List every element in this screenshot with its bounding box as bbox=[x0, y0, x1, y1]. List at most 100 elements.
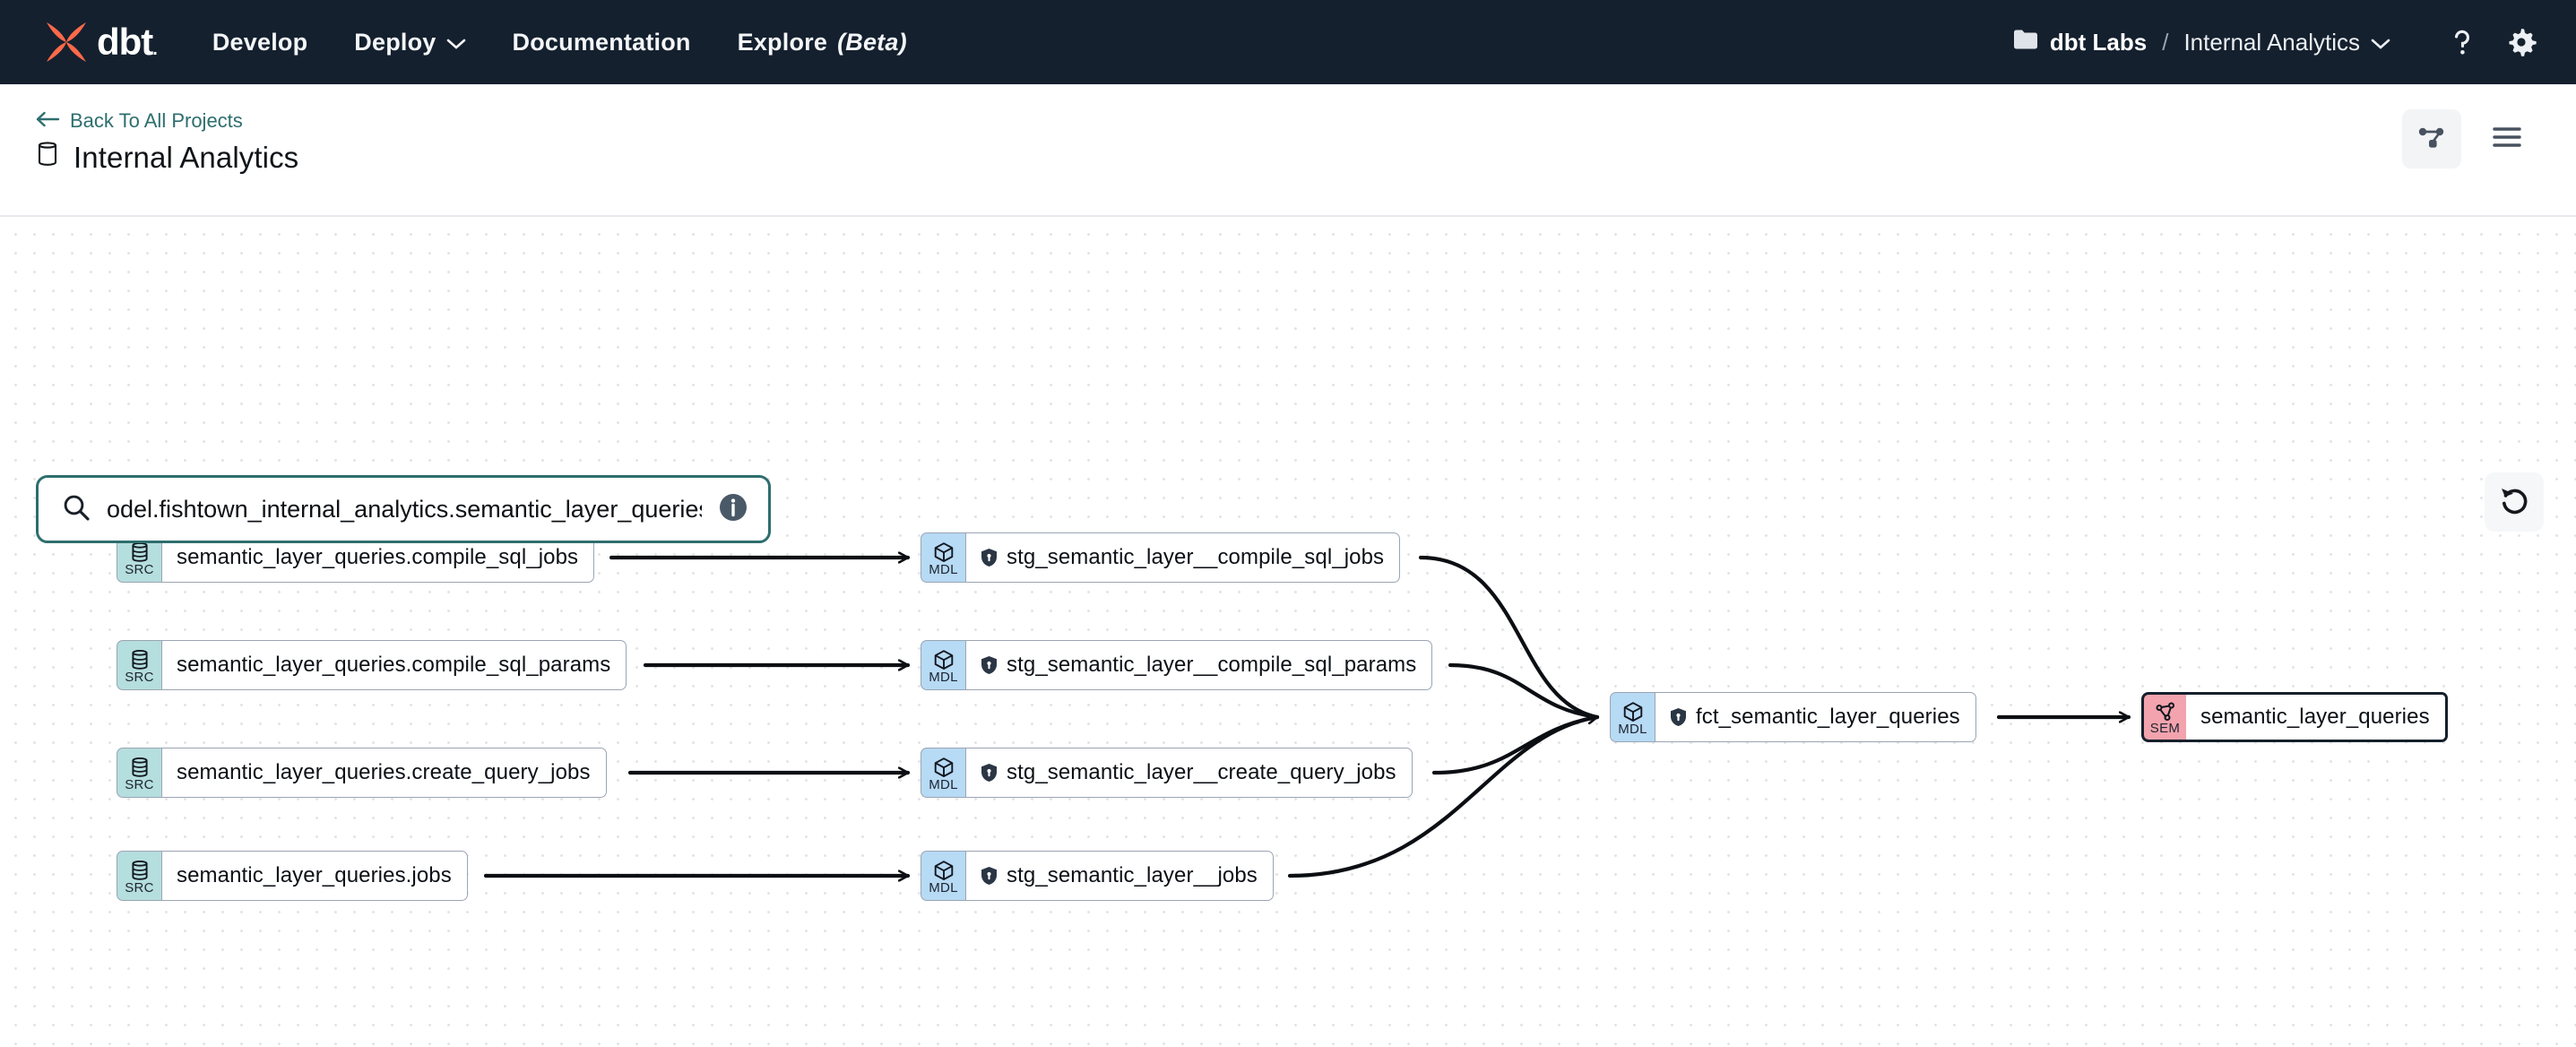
cube-icon bbox=[933, 757, 955, 778]
node-body: stg_semantic_layer__compile_sql_params bbox=[965, 640, 1433, 690]
node-type-badge-mdl: MDL bbox=[921, 640, 965, 690]
node-type-label: MDL bbox=[1618, 721, 1647, 737]
view-mode-toggles bbox=[2402, 109, 2537, 169]
page-subheader: Back To All Projects Internal Analytics bbox=[0, 84, 2576, 217]
lineage-node[interactable]: SRC semantic_layer_queries.compile_sql_p… bbox=[117, 640, 645, 690]
cube-icon bbox=[1622, 701, 1644, 723]
lineage-graph-view-toggle[interactable] bbox=[2402, 109, 2461, 169]
node-label: stg_semantic_layer__compile_sql_params bbox=[1007, 653, 1417, 677]
node-label: stg_semantic_layer__jobs bbox=[1007, 863, 1258, 887]
primary-nav-links: Develop Deploy Documentation Explore (Be… bbox=[212, 29, 907, 56]
node-label: semantic_layer_queries.create_query_jobs bbox=[177, 760, 591, 784]
node-body: stg_semantic_layer__jobs bbox=[965, 851, 1274, 901]
node-label: fct_semantic_layer_queries bbox=[1696, 705, 1960, 729]
node-type-label: SRC bbox=[125, 776, 154, 792]
lineage-edges bbox=[483, 217, 2131, 1047]
node-type-badge-mdl: MDL bbox=[1610, 692, 1655, 742]
info-circle-icon[interactable] bbox=[718, 492, 748, 527]
search-icon bbox=[62, 493, 91, 526]
hamburger-icon bbox=[2492, 125, 2522, 153]
private-shield-icon bbox=[1670, 707, 1687, 727]
lineage-node[interactable]: MDL stg_semantic_layer__jobs bbox=[921, 851, 1290, 901]
page-title: Internal Analytics bbox=[36, 141, 298, 175]
node-body: stg_semantic_layer__compile_sql_jobs bbox=[965, 532, 1401, 583]
dbt-logo-icon bbox=[41, 17, 91, 67]
node-type-label: SEM bbox=[2149, 720, 2181, 736]
node-type-badge-src: SRC bbox=[117, 748, 161, 798]
database-icon bbox=[130, 649, 150, 671]
lineage-node[interactable]: SRC semantic_layer_queries.jobs bbox=[117, 851, 486, 901]
node-type-badge-src: SRC bbox=[117, 851, 161, 901]
node-type-label: SRC bbox=[125, 669, 154, 685]
semantic-graph-icon bbox=[2155, 702, 2176, 722]
lineage-node[interactable]: MDL fct_semantic_layer_queries bbox=[1610, 692, 1999, 742]
cube-icon bbox=[933, 649, 955, 671]
private-shield-icon bbox=[981, 655, 998, 675]
cube-icon bbox=[933, 541, 955, 563]
node-type-label: MDL bbox=[929, 669, 958, 685]
node-type-badge-src: SRC bbox=[117, 640, 161, 690]
node-type-badge-sem: SEM bbox=[2141, 692, 2186, 742]
node-label: stg_semantic_layer__create_query_jobs bbox=[1007, 760, 1396, 784]
breadcrumb-separator: / bbox=[2162, 28, 2169, 56]
private-shield-icon bbox=[981, 548, 998, 567]
node-type-label: MDL bbox=[929, 879, 958, 896]
nav-link-documentation[interactable]: Documentation bbox=[512, 28, 691, 56]
folder-icon bbox=[2013, 29, 2038, 56]
list-view-toggle[interactable] bbox=[2477, 109, 2537, 169]
search-box[interactable]: odel.fishtown_internal_analytics.semanti… bbox=[36, 475, 771, 543]
node-body: semantic_layer_queries.create_query_jobs bbox=[161, 748, 607, 798]
cube-icon bbox=[933, 860, 955, 881]
top-navigation-bar: dbt. Develop Deploy Documentation Explor… bbox=[0, 0, 2576, 84]
page-title-text: Internal Analytics bbox=[73, 141, 299, 174]
explore-beta-tag: (Beta) bbox=[837, 28, 907, 56]
dbt-logo[interactable]: dbt. bbox=[41, 17, 158, 67]
node-type-label: SRC bbox=[125, 879, 154, 896]
node-type-label: MDL bbox=[929, 561, 958, 577]
database-icon bbox=[130, 860, 150, 881]
lineage-node[interactable]: MDL stg_semantic_layer__create_query_job… bbox=[921, 748, 1434, 798]
nav-link-deploy[interactable]: Deploy bbox=[354, 29, 465, 56]
node-body: fct_semantic_layer_queries bbox=[1655, 692, 1976, 742]
chevron-down-icon bbox=[2371, 29, 2390, 56]
lineage-node[interactable]: MDL stg_semantic_layer__compile_sql_para… bbox=[921, 640, 1450, 690]
lineage-node[interactable]: MDL stg_semantic_layer__compile_sql_jobs bbox=[921, 532, 1421, 583]
node-label: semantic_layer_queries.compile_sql_jobs bbox=[177, 545, 579, 569]
node-type-label: MDL bbox=[929, 776, 958, 792]
node-label: semantic_layer_queries.jobs bbox=[177, 863, 452, 887]
reset-rotate-left-icon bbox=[2498, 484, 2530, 521]
node-body: stg_semantic_layer__create_query_jobs bbox=[965, 748, 1413, 798]
database-icon bbox=[130, 757, 150, 778]
account-action-icons bbox=[2449, 27, 2537, 57]
node-body: semantic_layer_queries.jobs bbox=[161, 851, 468, 901]
database-icon bbox=[130, 541, 150, 563]
back-to-all-projects-link[interactable]: Back To All Projects bbox=[36, 109, 298, 133]
subheader-left: Back To All Projects Internal Analytics bbox=[36, 109, 298, 175]
back-link-label: Back To All Projects bbox=[70, 109, 243, 132]
node-type-label: SRC bbox=[125, 561, 154, 577]
project-selector[interactable]: Internal Analytics bbox=[2183, 29, 2390, 56]
node-label: stg_semantic_layer__compile_sql_jobs bbox=[1007, 545, 1385, 569]
node-type-badge-mdl: MDL bbox=[921, 532, 965, 583]
dbt-wordmark: dbt. bbox=[97, 21, 158, 63]
node-body: semantic_layer_queries.compile_sql_param… bbox=[161, 640, 627, 690]
lineage-canvas[interactable]: odel.fishtown_internal_analytics.semanti… bbox=[0, 217, 2576, 1047]
lineage-search: odel.fishtown_internal_analytics.semanti… bbox=[36, 475, 771, 543]
reset-lineage-button[interactable] bbox=[2485, 472, 2544, 532]
node-type-badge-mdl: MDL bbox=[921, 748, 965, 798]
org-name[interactable]: dbt Labs bbox=[2013, 29, 2147, 56]
nav-link-develop[interactable]: Develop bbox=[212, 28, 308, 56]
private-shield-icon bbox=[981, 866, 998, 886]
question-mark-icon[interactable] bbox=[2449, 27, 2476, 57]
node-label: semantic_layer_queries bbox=[2200, 705, 2430, 729]
gear-icon[interactable] bbox=[2506, 27, 2537, 57]
search-input[interactable]: odel.fishtown_internal_analytics.semanti… bbox=[107, 495, 702, 523]
arrow-left-icon bbox=[36, 109, 60, 133]
node-label: semantic_layer_queries.compile_sql_param… bbox=[177, 653, 611, 677]
lineage-node-selected[interactable]: SEM semantic_layer_queries bbox=[2141, 692, 2473, 742]
nav-link-explore[interactable]: Explore (Beta) bbox=[737, 28, 907, 56]
lineage-node[interactable]: SRC semantic_layer_queries.create_query_… bbox=[117, 748, 630, 798]
node-body: semantic_layer_queries bbox=[2186, 692, 2448, 742]
node-type-badge-mdl: MDL bbox=[921, 851, 965, 901]
share-nodes-icon bbox=[2416, 122, 2447, 157]
